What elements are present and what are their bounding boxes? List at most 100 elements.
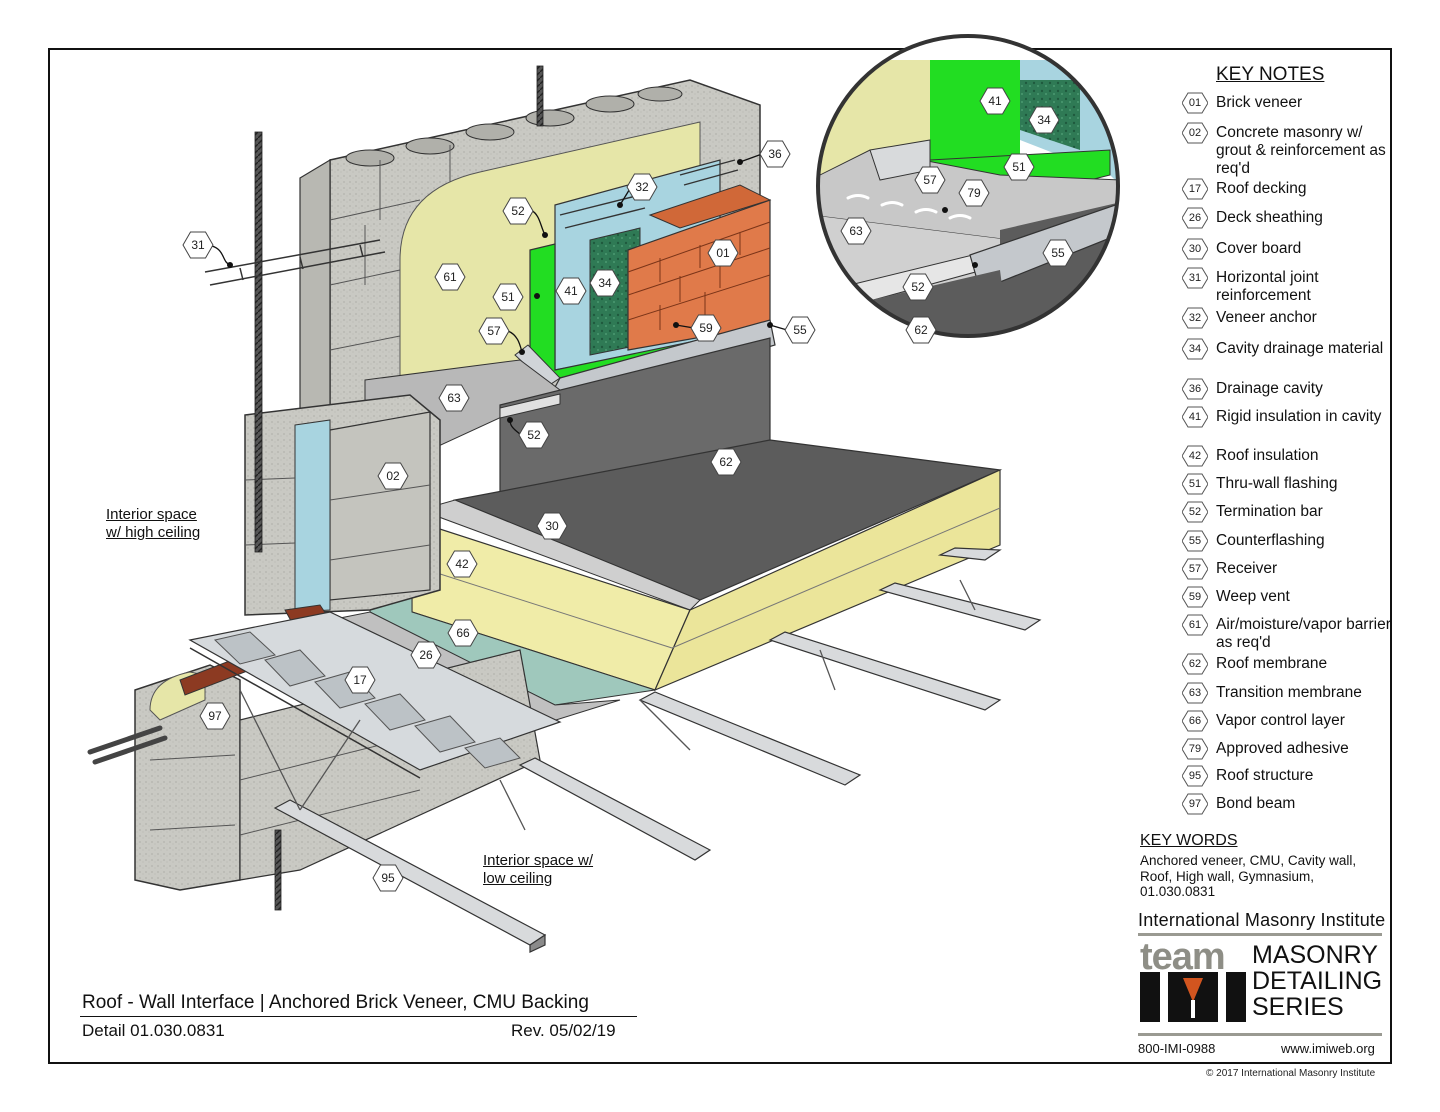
callout-number: 79 [967,186,981,200]
callout-number: 63 [447,391,461,405]
brand-rule-top [1138,933,1382,936]
hexagon-icon [1182,614,1208,636]
key-note-text: Roof structure [1216,767,1314,784]
key-note-number: 36 [1188,383,1202,395]
hexagon-icon [372,864,404,892]
callout-hexagon: 62 [710,448,742,476]
hexagon-icon [492,283,524,311]
drawing-title: Roof - Wall Interface | Anchored Brick V… [82,992,589,1013]
callout-hexagon: 55 [784,316,816,344]
key-note-text: Vapor control layer [1216,712,1345,729]
website-link[interactable]: www.imiweb.org [1281,1041,1375,1056]
key-note-number: 95 [1188,770,1202,782]
key-note-number: 02 [1188,127,1202,139]
key-note-number: 32 [1188,312,1202,324]
hexagon-icon [1182,473,1208,495]
callout-hexagon: 59 [690,314,722,342]
callout-hexagon: 41 [979,87,1011,115]
hexagon-icon [410,641,442,669]
key-words-heading: KEY WORDS [1140,832,1238,849]
callout-hexagon: 32 [626,173,658,201]
hexagon-icon [1182,738,1208,760]
hexagon-icon [1182,178,1208,200]
key-note-text: Roof membrane [1216,655,1328,672]
high-ceiling-label-line-1: Interior space [106,506,197,523]
callout-hexagon: 97 [199,702,231,730]
callout-number: 62 [719,455,733,469]
hexagon-icon [626,173,658,201]
hexagon-icon [199,702,231,730]
hexagon-icon [710,448,742,476]
key-note-text: Weep vent [1216,588,1290,605]
key-note-number: 79 [1188,743,1202,755]
key-note-number: 66 [1188,715,1202,727]
rebar-vertical-2 [536,65,544,127]
callout-number: 36 [768,147,782,161]
callout-hexagon: 30 [536,512,568,540]
callout-number: 62 [914,323,928,337]
callout-number: 17 [353,673,367,687]
key-note-number: 30 [1188,243,1202,255]
hexagon-icon [1003,153,1035,181]
joist-webs [239,579,976,831]
imi-logo [1140,972,1246,1022]
key-note-number: 57 [1188,563,1202,575]
callout-hexagon: 34 [1028,106,1060,134]
hexagon-icon [438,384,470,412]
hexagon-icon [1182,710,1208,732]
callout-number: 61 [443,270,457,284]
callout-hexagon: 41 [555,277,587,305]
hexagon-icon [958,179,990,207]
callout-number: 51 [501,290,515,304]
hexagon-icon [1182,378,1208,400]
high-ceiling-label: Interior space w/ high ceiling [106,506,200,542]
hexagon-icon [1182,338,1208,360]
callout-hexagon: 55 [1042,239,1074,267]
callout-number: 01 [716,246,730,260]
callout-hexagon: 57 [914,166,946,194]
key-note-text: Termination bar [1216,503,1323,520]
key-note-text: Transition membrane [1216,684,1362,701]
hexagon-icon [840,217,872,245]
key-notes-heading: KEY NOTES [1216,64,1325,85]
hexagon-icon [1182,653,1208,675]
drawing-sheet [48,48,1392,1064]
hexagon-icon [182,231,214,259]
hexagon-icon [377,462,409,490]
title-rule [80,1016,637,1017]
termination-bar-52 [499,393,561,419]
hexagon-icon [1182,445,1208,467]
key-note-number: 34 [1188,343,1202,355]
hexagon-icon [979,87,1011,115]
key-note-text: Drainage cavity [1216,380,1323,397]
key-note-text: Veneer anchor [1216,309,1317,326]
key-note-number: 42 [1188,450,1202,462]
low-ceiling-label-line-2: low ceiling [483,870,553,887]
hexagon-icon [1182,267,1208,289]
hexagon-icon [478,317,510,345]
hexagon-icon [1028,106,1060,134]
callout-number: 31 [191,238,205,252]
key-note-number: 52 [1188,506,1202,518]
key-note-text: Receiver [1216,560,1278,577]
hexagon-icon [502,197,534,225]
key-note-text: Roof insulation [1216,447,1319,464]
rebar-vertical-3 [274,829,282,911]
callout-number: 42 [455,557,469,571]
callout-number: 59 [699,321,713,335]
hexagon-icon [759,140,791,168]
low-ceiling-label-line-1: Interior space w/ [483,852,594,869]
roof-decking-17 [188,611,562,779]
callout-number: 41 [564,284,578,298]
callout-number: 34 [1037,113,1051,127]
hexagon-icon [914,166,946,194]
copyright-notice: © 2017 International Masonry Institute [1206,1068,1376,1079]
callout-hexagon: 01 [707,239,739,267]
callout-number: 97 [208,709,222,723]
callout-hexagon: 02 [377,462,409,490]
hexagon-icon [1182,122,1208,144]
hexagon-icon [1182,307,1208,329]
brand-series-line-2: DETAILING [1252,967,1383,995]
callout-number: 52 [527,428,541,442]
